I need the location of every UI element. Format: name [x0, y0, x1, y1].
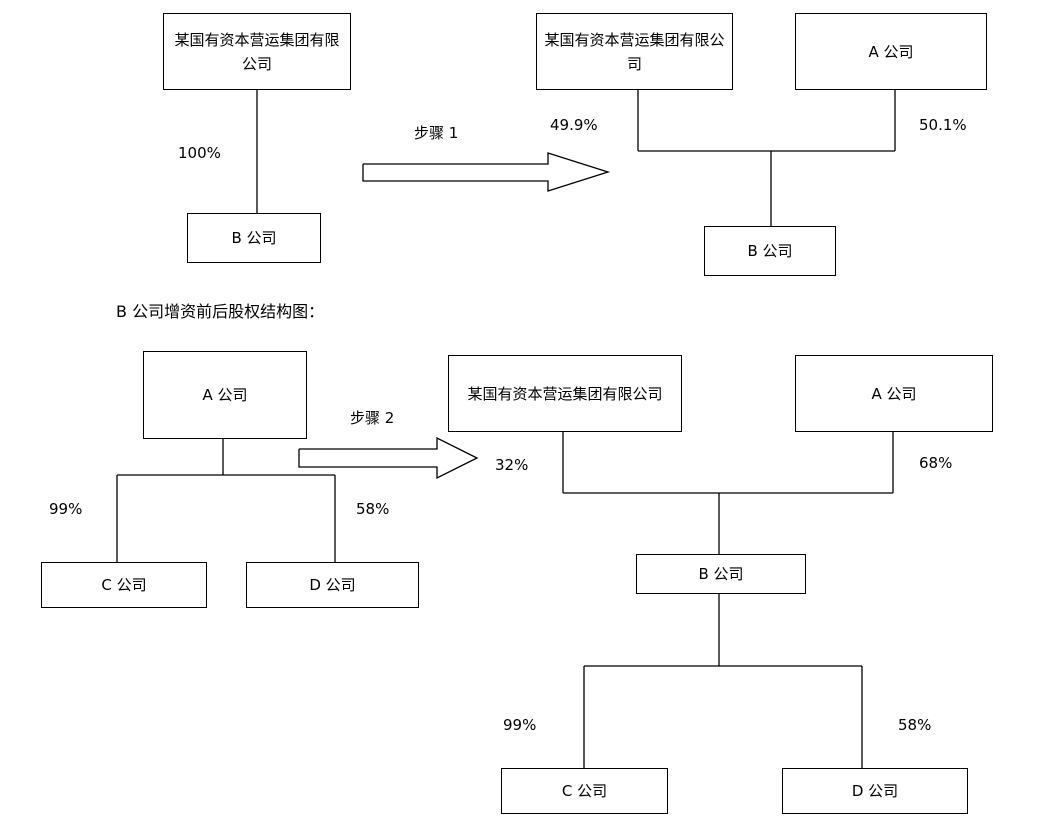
- step1-b-box: B 公司: [187, 213, 321, 263]
- step2-after-a-label: A 公司: [871, 384, 917, 403]
- step2-after-b-box: B 公司: [636, 554, 806, 594]
- step2-after-pct-a: 68%: [919, 454, 953, 472]
- step2-a-box: A 公司: [143, 351, 307, 439]
- step2-after-c-label: C 公司: [561, 782, 608, 800]
- step2-pct-d: 58%: [356, 500, 390, 518]
- step1-pct-label: 100%: [178, 144, 221, 162]
- step2-after-d-box: D 公司: [782, 768, 968, 814]
- step2-after-c-box: C 公司: [501, 768, 668, 814]
- step1-after-pct-a: 50.1%: [919, 116, 967, 134]
- step2-after-a-box: A 公司: [795, 355, 993, 432]
- step1-owner-label: 某国有资本营运集团有限公司: [174, 30, 340, 73]
- step1-after-b-label: B 公司: [747, 242, 793, 260]
- step1-b-label: B 公司: [231, 229, 277, 247]
- step1-after-group-label: 某国有资本营运集团有限公司: [544, 30, 725, 73]
- step2-after-pct-d: 58%: [898, 716, 932, 734]
- step2-after-pct-group: 32%: [495, 456, 529, 474]
- step1-after-group-box: 某国有资本营运集团有限公司: [536, 13, 733, 90]
- step1-after-b-box: B 公司: [704, 226, 836, 276]
- step2-pct-c: 99%: [49, 500, 83, 518]
- step1-arrow-shape: [362, 152, 611, 192]
- step2-c-label: C 公司: [101, 576, 147, 594]
- step2-a-label: A 公司: [202, 386, 248, 404]
- step1-owner-box: 某国有资本营运集团有限公司: [163, 13, 351, 90]
- step2-after-group-box: 某国有资本营运集团有限公司: [448, 355, 682, 432]
- step1-after-a-box: A 公司: [795, 13, 987, 90]
- step2-c-box: C 公司: [41, 562, 207, 608]
- diagram-caption: B 公司增资前后股权结构图：: [116, 302, 325, 321]
- step1-arrow-label: 步骤 1: [414, 124, 459, 142]
- step2-arrow-shape: [298, 436, 479, 480]
- step2-d-label: D 公司: [309, 576, 356, 594]
- step2-after-pct-c: 99%: [503, 716, 537, 734]
- step2-arrow-label: 步骤 2: [350, 409, 395, 427]
- step2-d-box: D 公司: [246, 562, 419, 608]
- step2-after-b-label: B 公司: [698, 565, 744, 583]
- step2-after-group-label: 某国有资本营运集团有限公司: [467, 384, 663, 403]
- step1-after-pct-group: 49.9%: [550, 116, 598, 134]
- step2-after-d-label: D 公司: [851, 782, 899, 800]
- step1-after-a-label: A 公司: [868, 42, 914, 61]
